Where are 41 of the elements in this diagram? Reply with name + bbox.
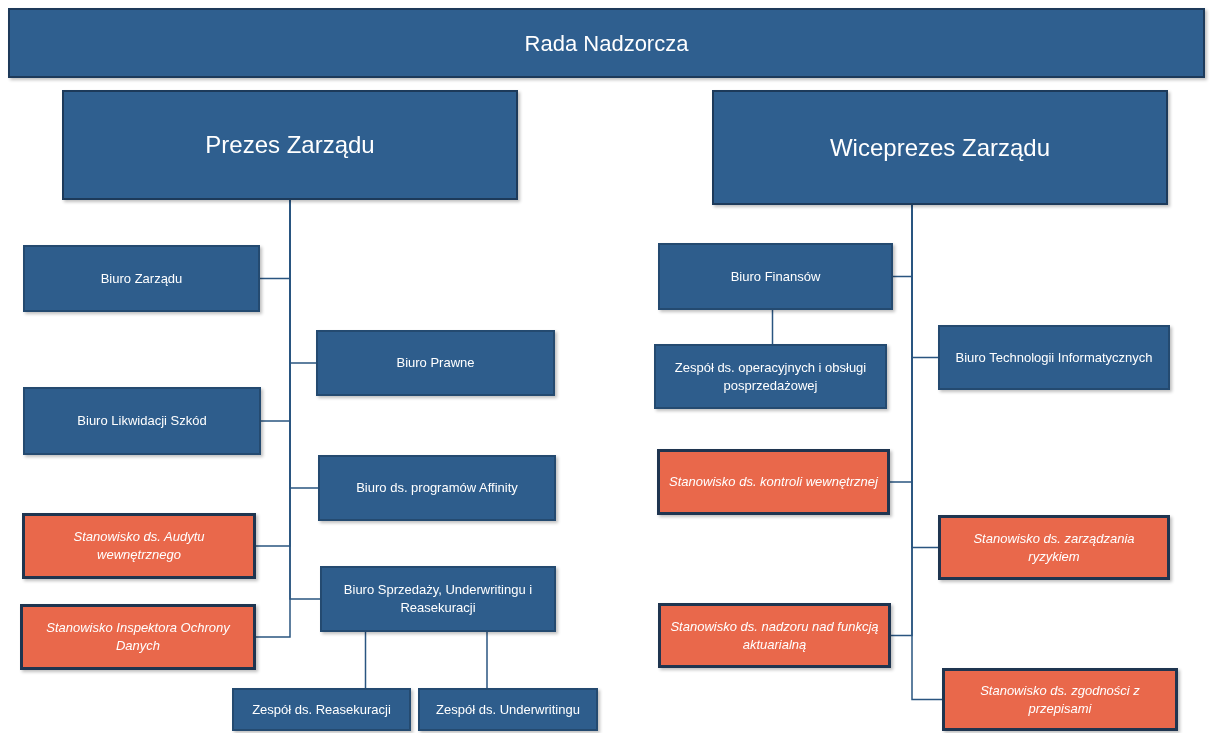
position-box — [658, 603, 891, 668]
box-label: Stanowisko ds. zgodności z przepisami — [979, 681, 1141, 718]
box-label: Stanowisko Inspektora Ochrony Danych — [45, 619, 231, 655]
box-label: Biuro ds. programów Affinity — [356, 479, 518, 497]
position-box — [20, 604, 256, 670]
department-box — [938, 325, 1170, 390]
box-label: Prezes Zarządu — [205, 130, 375, 160]
department-box — [23, 245, 260, 312]
department-box — [23, 387, 261, 455]
box-label: Biuro Zarządu — [100, 269, 183, 288]
position-box — [938, 515, 1170, 580]
box-label: Zespół ds. Reasekuracji — [252, 700, 391, 719]
box-label: Rada Nadzorcza — [524, 29, 689, 58]
department-box — [658, 243, 893, 310]
box-label: Biuro Sprzedaży, Underwritingu i Reasekuracji — [342, 581, 534, 617]
box-label: Zespół ds. Underwritingu — [436, 700, 580, 719]
management-box — [712, 90, 1168, 205]
department-box — [654, 344, 887, 409]
box-label: Stanowisko ds. Audytu wewnętrznego — [72, 528, 206, 564]
box-label: Stanowisko ds. zarządzania ryzykiem — [972, 529, 1136, 566]
position-box — [657, 449, 890, 515]
connector-line — [364, 631, 367, 689]
connector-line — [486, 631, 488, 689]
box-label: Stanowisko ds. nadzoru nad funkcją aktuarialną — [669, 617, 880, 654]
box-label: Wiceprezes Zarządu — [829, 132, 1051, 163]
position-box — [942, 668, 1178, 731]
department-box — [232, 688, 411, 731]
box-label: Stanowisko ds. kontroli wewnętrznej — [669, 473, 878, 491]
box-label: Biuro Likwidacji Szkód — [77, 412, 207, 430]
department-box — [418, 688, 598, 731]
box-label: Zespół ds. operacyjnych i obsługi posprzedażowej — [673, 358, 868, 395]
connector-line — [771, 309, 774, 345]
box-label: Biuro Finansów — [730, 267, 821, 286]
management-box — [8, 8, 1205, 78]
box-label: Biuro Prawne — [396, 354, 475, 372]
department-box — [320, 566, 556, 632]
box-label: Biuro Technologii Informatycznych — [955, 348, 1153, 367]
management-box — [62, 90, 518, 200]
position-box — [22, 513, 256, 579]
department-box — [318, 455, 556, 521]
department-box — [316, 330, 555, 396]
